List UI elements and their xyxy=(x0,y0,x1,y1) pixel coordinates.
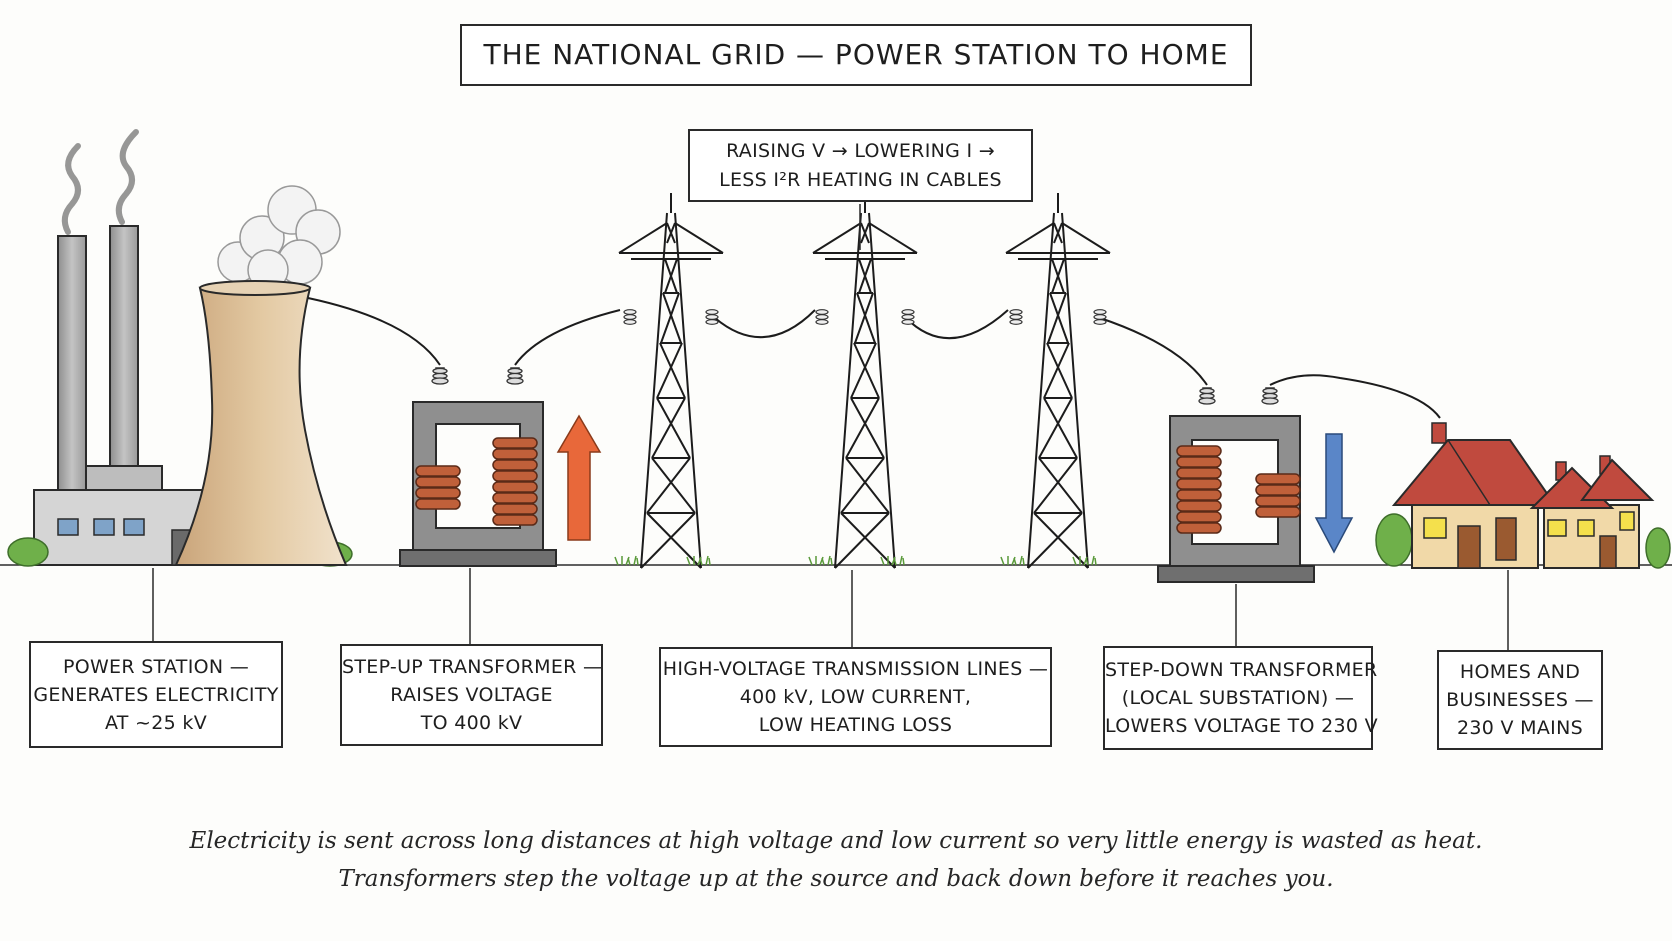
caption: Electricity is sent across long distance… xyxy=(0,822,1672,898)
label-line: GENERATES ELECTRICITY xyxy=(33,683,279,706)
label-homes: HOMES AND BUSINESSES — 230 V MAINS xyxy=(1437,650,1603,750)
transformer-icon xyxy=(399,367,557,567)
label-step-up-transformer: STEP-UP TRANSFORMER — RAISES VOLTAGE TO … xyxy=(340,644,603,746)
transformer-icon xyxy=(1157,387,1315,583)
caption-line-2: Transformers step the voltage up at the … xyxy=(338,866,1334,892)
label-line: TO 400 kV xyxy=(420,712,523,734)
title-text: THE NATIONAL GRID — POWER STATION TO HOM… xyxy=(483,38,1229,71)
diagram-title: THE NATIONAL GRID — POWER STATION TO HOM… xyxy=(460,24,1252,86)
label-line: POWER STATION — xyxy=(62,655,250,678)
label-line: 230 V MAINS xyxy=(1457,717,1583,739)
arrow-down-icon xyxy=(1314,433,1354,554)
label-power-station: POWER STATION — GENERATES ELECTRICITY AT… xyxy=(29,641,283,748)
label-line: 400 kV, LOW CURRENT, xyxy=(739,686,972,708)
note-line-1: RAISING V → LOWERING I → xyxy=(726,139,995,162)
label-line: AT ~25 kV xyxy=(104,711,207,734)
note-box: RAISING V → LOWERING I → LESS I²R HEATIN… xyxy=(688,129,1033,202)
label-line: (LOCAL SUBSTATION) — xyxy=(1121,687,1355,709)
caption-line-1: Electricity is sent across long distance… xyxy=(189,828,1483,854)
label-line: HOMES AND xyxy=(1459,661,1581,683)
label-line: LOWERS VOLTAGE TO 230 V xyxy=(1105,715,1378,737)
cooling-tower-icon xyxy=(174,185,348,566)
note-line-2: LESS I²R HEATING IN CABLES xyxy=(719,168,1002,191)
label-line: RAISES VOLTAGE xyxy=(390,684,553,706)
label-line: HIGH-VOLTAGE TRANSMISSION LINES — xyxy=(662,658,1049,680)
label-line: STEP-DOWN TRANSFORMER xyxy=(1105,659,1378,681)
label-line: BUSINESSES — xyxy=(1446,689,1594,711)
label-line: LOW HEATING LOSS xyxy=(758,714,953,736)
pylon-icon xyxy=(614,192,1111,569)
label-transmission-lines: HIGH-VOLTAGE TRANSMISSION LINES — 400 kV… xyxy=(659,647,1052,747)
arrow-up-icon xyxy=(556,414,602,541)
label-line: STEP-UP TRANSFORMER — xyxy=(342,656,603,678)
label-step-down-transformer: STEP-DOWN TRANSFORMER (LOCAL SUBSTATION)… xyxy=(1103,646,1378,750)
house-icon xyxy=(1375,422,1557,569)
house-icon xyxy=(1529,455,1671,569)
